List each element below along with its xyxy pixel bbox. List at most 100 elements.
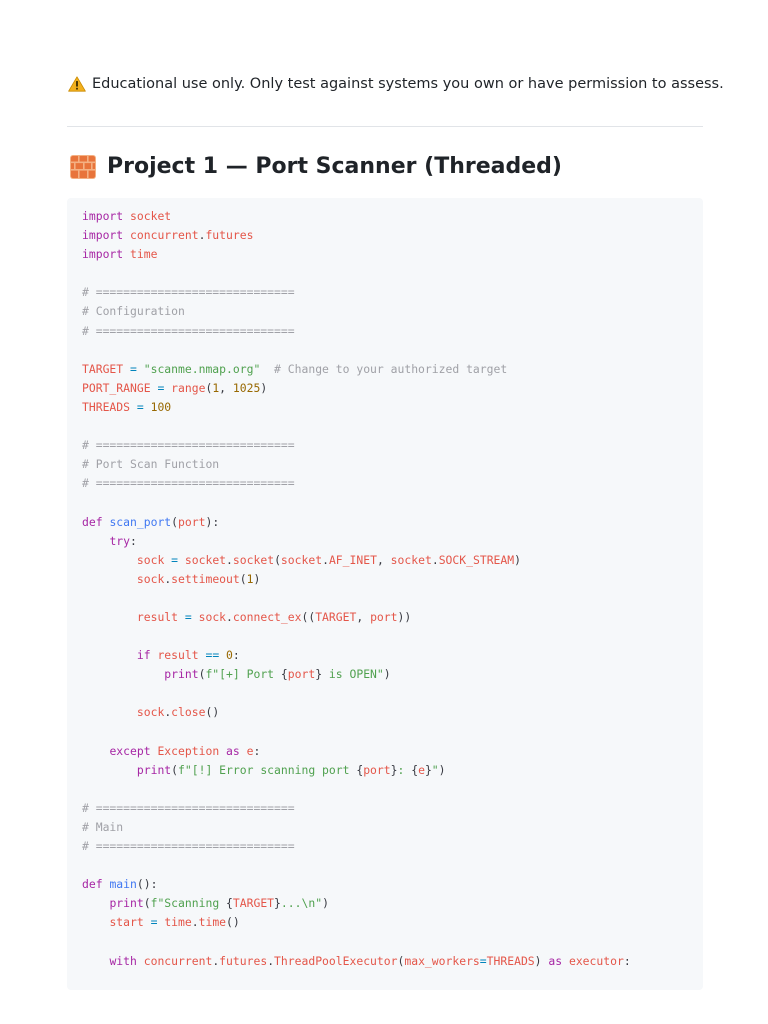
code-token: . <box>191 915 199 930</box>
code-token: scan_port <box>109 514 172 529</box>
code-token: as <box>548 953 563 968</box>
code-token: (( <box>301 609 316 624</box>
code-token <box>82 572 137 586</box>
code-token: if <box>136 648 151 663</box>
code-token: )) <box>397 609 412 624</box>
code-token <box>144 400 151 414</box>
code-token: except <box>109 743 151 758</box>
code-line <box>82 856 689 875</box>
code-token: # ============================= <box>82 800 295 815</box>
code-line: # ============================= <box>82 474 689 493</box>
code-token: as <box>226 743 240 758</box>
code-token <box>123 209 130 223</box>
code-line: def scan_port(port): <box>82 513 689 532</box>
code-token <box>123 228 130 242</box>
code-token <box>137 362 144 376</box>
code-line: # Main <box>82 818 689 837</box>
code-token: executor <box>568 953 624 968</box>
code-token: { <box>226 896 233 911</box>
code-token: : <box>232 648 240 663</box>
code-token: . <box>226 609 233 624</box>
code-line: import socket <box>82 207 689 226</box>
code-line: # ============================= <box>82 322 689 341</box>
code-token <box>178 553 185 567</box>
code-token: AF_INET <box>328 552 377 567</box>
code-token: == <box>205 648 220 663</box>
code-line <box>82 493 689 512</box>
code-token: . <box>226 552 233 567</box>
code-token: , <box>356 609 371 624</box>
code-token: ) <box>534 953 549 968</box>
code-token: { <box>411 762 419 777</box>
code-token: 100 <box>150 399 172 414</box>
code-token: ( <box>198 667 206 682</box>
code-token: = <box>184 609 192 624</box>
code-token: socket <box>130 209 172 223</box>
code-token: TARGET <box>232 896 275 911</box>
code-token: . <box>322 552 329 567</box>
code-token: e <box>246 743 254 758</box>
code-token <box>82 705 137 719</box>
code-token: ( <box>239 571 247 586</box>
code-token <box>260 362 274 376</box>
code-token: " <box>431 762 439 777</box>
code-line <box>82 264 689 283</box>
code-line: except Exception as e: <box>82 742 689 761</box>
code-token: print <box>109 896 144 911</box>
code-line: result = sock.connect_ex((TARGET, port)) <box>82 608 689 627</box>
code-token: ) <box>260 380 268 395</box>
code-line: def main(): <box>82 875 689 894</box>
code-token: # ============================= <box>82 285 295 300</box>
code-token: } <box>274 896 281 911</box>
code-token: # ============================= <box>82 476 295 491</box>
code-token: ...\n" <box>280 896 323 911</box>
code-token: THREADS <box>82 399 131 414</box>
code-token: . <box>431 552 439 567</box>
code-token: () <box>226 915 240 930</box>
code-token: # ============================= <box>82 438 295 453</box>
code-token: settimeout <box>171 571 240 586</box>
code-token: = <box>136 399 144 414</box>
code-token: = <box>150 915 158 930</box>
code-line <box>82 417 689 436</box>
code-line: # ============================= <box>82 436 689 455</box>
code-line <box>82 341 689 360</box>
code-token: time <box>198 915 227 930</box>
code-token: . <box>267 953 275 968</box>
horizontal-divider <box>67 126 703 127</box>
code-token: , <box>376 552 391 567</box>
code-token: , <box>219 380 233 395</box>
code-token <box>82 667 164 681</box>
code-line: with concurrent.futures.ThreadPoolExecut… <box>82 952 689 971</box>
code-token: with <box>109 953 137 968</box>
code-line <box>82 684 689 703</box>
code-token: ( <box>274 552 281 567</box>
code-token: = <box>130 361 137 376</box>
code-token: max_workers <box>404 953 480 968</box>
code-token: : <box>130 533 137 548</box>
code-line: try: <box>82 532 689 551</box>
code-token: concurrent <box>130 228 199 243</box>
code-token: f"[!] Error scanning port <box>178 762 357 777</box>
code-line: print(f"[+] Port {port} is OPEN") <box>82 665 689 684</box>
code-token: # ============================= <box>82 839 295 854</box>
code-token: 1025 <box>232 380 261 395</box>
code-token: # Change to your authorized target <box>274 361 508 376</box>
code-token: connect_ex <box>232 609 302 624</box>
code-token: main <box>109 877 137 892</box>
code-token <box>123 247 130 261</box>
code-token: def <box>82 877 103 892</box>
code-token: . <box>212 953 220 968</box>
code-token <box>137 954 144 968</box>
code-token <box>82 915 109 929</box>
code-token <box>82 896 109 910</box>
code-line <box>82 589 689 608</box>
code-token: time <box>130 247 158 262</box>
code-token: ): <box>205 514 220 529</box>
code-token: ) <box>514 552 521 567</box>
code-token: PORT_RANGE <box>82 380 151 395</box>
code-token: ( <box>171 762 179 777</box>
code-token: THREADS <box>486 953 535 968</box>
code-token: ) <box>438 762 446 777</box>
